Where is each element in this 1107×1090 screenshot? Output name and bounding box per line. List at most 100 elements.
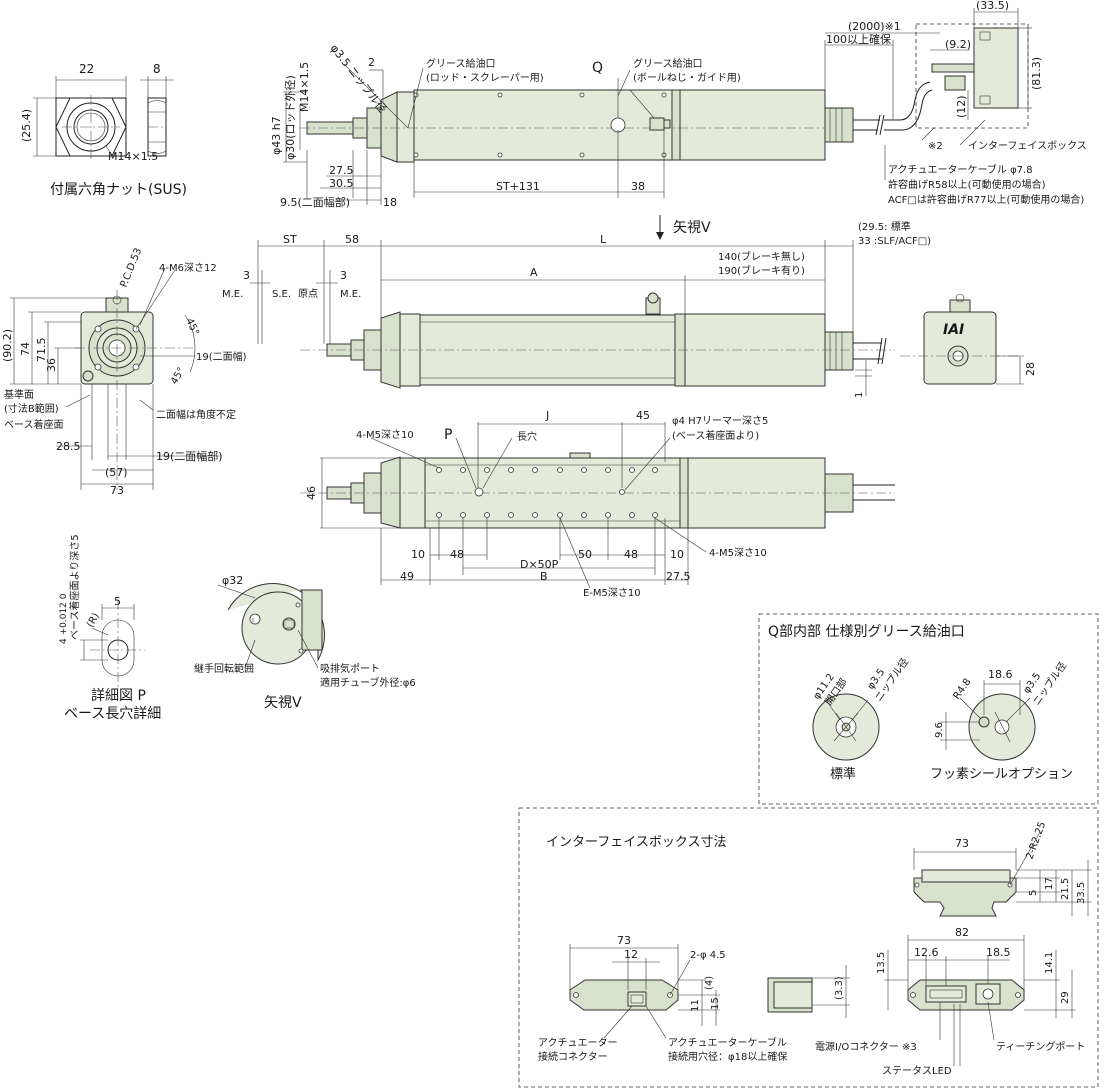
- front-dim-1: 1: [854, 392, 865, 398]
- bottom-dim-48b: 48: [624, 548, 638, 561]
- front-se: S.E.: [272, 289, 291, 300]
- ifbox-top-73: 73: [955, 837, 969, 850]
- end-angle45a: 45°: [183, 317, 200, 338]
- ifbox-right-12-6: 12.6: [914, 946, 939, 959]
- front-dim-29-5: (29.5: 標準: [858, 220, 911, 233]
- front-dim-a: A: [530, 266, 538, 279]
- front-dim-33: 33 :SLF/ACF□): [858, 236, 931, 247]
- ifbox-right-82: 82: [955, 926, 969, 939]
- top-cable-100: 100以上確保: [826, 32, 891, 46]
- ifbox-power: 電源I/Oコネクター ※3: [815, 1040, 917, 1053]
- bottom-dim-45: 45: [636, 409, 650, 422]
- end-dim-36: 36: [45, 358, 58, 372]
- ifbox-left-11: 11: [690, 999, 701, 1012]
- top-nipple: φ3.5 ニップル径: [328, 42, 389, 116]
- end-flat19b: 19(二面幅部): [156, 449, 223, 463]
- ifbox-right-18-5: 18.5: [986, 946, 1011, 959]
- ifbox-cable-1: アクチュエーターケーブル: [668, 1036, 787, 1049]
- bottom-holes: [436, 467, 658, 518]
- top-q-label: Q: [592, 60, 603, 76]
- front-brake-140: 140(ブレーキ無し): [718, 250, 805, 263]
- top-dim-2: 2: [368, 56, 375, 69]
- end-flat19: 19(二面幅): [196, 350, 247, 363]
- bottom-dim-b: B: [540, 570, 548, 583]
- bottom-reamer-2: (ベース着座面より): [672, 429, 759, 442]
- top-view: φ43 h7 φ30(ロッド外径) M14×1.5 φ3.5 ニップル径 2 グ…: [270, 0, 1087, 240]
- front-dim-3b: 3: [340, 269, 347, 282]
- end-base-face: ベース着座面: [4, 418, 64, 431]
- top-dim-18: 18: [383, 196, 397, 209]
- bottom-dim-27-5: 27.5: [666, 570, 691, 583]
- ifbox-r2-25: 2-R2.25: [1024, 820, 1048, 861]
- end-ref-face: 基準面: [4, 388, 34, 401]
- bottom-dim-48a: 48: [450, 548, 464, 561]
- nut-thread: M14×1.5: [108, 150, 158, 163]
- top-dim-38: 38: [631, 180, 645, 193]
- top-cable-3: ACF□は許容曲げR77以上(可動使用の場合): [888, 193, 1084, 206]
- end-ref-face2: (寸法B範囲): [4, 402, 59, 415]
- hex-nut-view: 22 8 (25.4) M14×1.5 付属六角ナット(SUS): [20, 62, 187, 198]
- view-v-rot-range: 継手回転範囲: [194, 662, 254, 675]
- ifbox-cable-2: 接続用穴径：φ18以上確保: [668, 1050, 787, 1063]
- bottom-dim-46: 46: [305, 486, 318, 500]
- top-grease-ball-1: グリース給油口: [633, 57, 703, 70]
- view-v-port-2: 適用チューブ外径:φ6: [320, 676, 416, 689]
- q-detail-box: Q部内部 仕様別グリース給油口 φ11.2 開口部 φ3.5 ニップル径 標準 …: [758, 613, 1099, 805]
- end-flat-angle: 二面幅は角度不定: [156, 408, 236, 421]
- bottom-m5-left: 4-M5深さ10: [356, 429, 414, 441]
- top-dim-27-5: 27.5: [329, 164, 354, 177]
- ifbox-right-14-1: 14.1: [1044, 952, 1055, 974]
- nut-caption: 付属六角ナット(SUS): [50, 182, 187, 198]
- top-dim-st131: ST+131: [496, 180, 540, 193]
- bottom-dim-j: J: [545, 409, 549, 422]
- q-detail-title: Q部内部 仕様別グリース給油口: [768, 624, 965, 640]
- detail-p-r: (R): [85, 611, 102, 629]
- view-v-caption: 矢視V: [264, 695, 302, 711]
- view-v-dia32: φ32: [222, 574, 243, 587]
- ifbox-detail: インターフェイスボックス寸法 73 2-R2.25 5 17 21.5 33.5: [518, 807, 1099, 1088]
- top-dim-33-5: (33.5): [976, 0, 1009, 12]
- nut-dim-8: 8: [153, 62, 161, 76]
- top-cable-2: 許容曲げR58以上(可動使用の場合): [888, 178, 1046, 191]
- top-cable-2000: (2000)※1: [848, 20, 901, 33]
- end-view: P.C.D.53 4-M6深さ12 45° 45° (90.2) 74 71.5…: [1, 247, 247, 497]
- ifbox-dim-21-5: 21.5: [1060, 878, 1071, 900]
- bottom-e-m5: E-M5深さ10: [583, 587, 641, 599]
- q-std: 標準: [830, 766, 856, 782]
- ifbox-right-13-5: 13.5: [876, 952, 887, 974]
- detail-p-dim-5: 5: [114, 595, 121, 608]
- top-grease-rod-2: (ロッド・スクレーパー用): [426, 72, 544, 84]
- end-dim-74: 74: [19, 342, 32, 356]
- view-v-port-1: 吸排気ポート: [320, 662, 380, 675]
- ifbox-right-29: 29: [1060, 991, 1071, 1004]
- top-cable-1: アクチュエーターケーブル φ7.8: [888, 163, 1033, 176]
- bottom-slot: 長穴: [517, 430, 537, 443]
- ifbox-left-73: 73: [617, 934, 631, 947]
- nut-dim-25-4: (25.4): [20, 109, 33, 142]
- top-ifbox: インターフェイスボックス: [968, 140, 1087, 152]
- top-dim-9-5: 9.5(二面幅部): [280, 195, 350, 209]
- front-origin: 原点: [298, 288, 318, 300]
- q-dim-18-6: 18.6: [988, 668, 1013, 681]
- ifbox-dim-33-5: 33.5: [1076, 882, 1087, 904]
- detail-p-depth: ベース着座面より深さ5: [68, 534, 81, 640]
- detail-p: ベース着座面より深さ5 4 +0.012 0 5 (R) 詳細図 P ベース長穴…: [59, 534, 161, 722]
- ifbox-left-4-5: 2-φ 4.5: [690, 950, 726, 961]
- front-dim-58: 58: [345, 233, 359, 246]
- end-dim-57: (57): [105, 466, 128, 479]
- end-dim-28-5: 28.5: [56, 440, 81, 453]
- bottom-dim-10b: 10: [670, 548, 684, 561]
- detail-p-tol: 4 +0.012 0: [59, 593, 69, 644]
- end-angle45b: 45°: [169, 366, 187, 387]
- detail-p-caption1: 詳細図 P: [91, 688, 146, 704]
- end-dim-90-2: (90.2): [1, 329, 14, 362]
- bottom-dim-50: 50: [578, 548, 592, 561]
- ifbox-left-4: (4): [704, 976, 715, 990]
- front-dim-st: ST: [283, 233, 297, 246]
- top-m14: M14×1.5: [298, 62, 311, 112]
- top-dim-81-3: (81.3): [1030, 57, 1043, 90]
- top-dia43: φ43 h7: [270, 116, 283, 155]
- top-note2: ※2: [928, 141, 943, 152]
- front-dim-3a: 3: [243, 269, 250, 282]
